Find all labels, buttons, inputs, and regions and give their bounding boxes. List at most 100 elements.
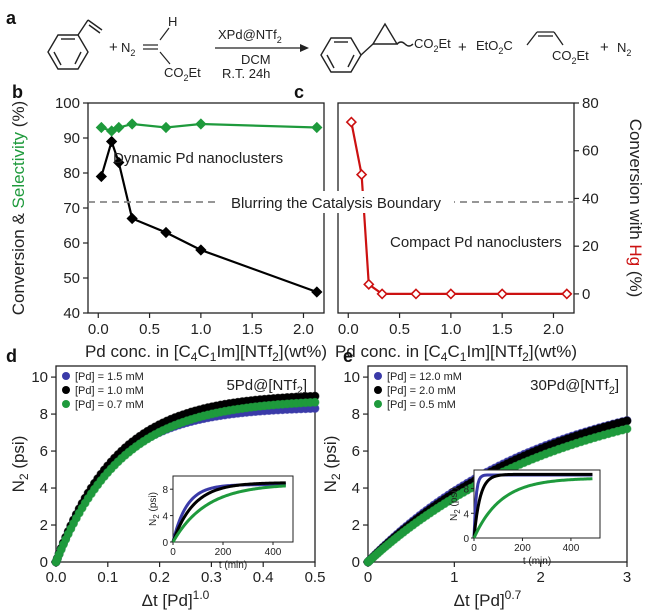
svg-text:CO2Et: CO2Et xyxy=(414,36,451,54)
y-tick-label: 4 xyxy=(40,480,48,497)
plus-sign-3: + xyxy=(600,39,609,56)
x-tick-label: 3 xyxy=(623,569,631,586)
y-tick-label: 80 xyxy=(582,95,599,112)
inset-y-axis-label: N2 (psi) xyxy=(449,487,462,521)
data-point xyxy=(496,288,508,300)
x-axis-label-part: Δt [Pd] xyxy=(142,591,193,610)
x-tick-label: 2 xyxy=(536,569,544,586)
inset-y-tick-label: 8 xyxy=(162,485,168,496)
data-point xyxy=(113,121,125,134)
inset-y-axis-label-part: (psi) xyxy=(449,487,460,509)
data-point xyxy=(113,156,125,169)
y-axis-label-part: 2 xyxy=(329,473,343,480)
diazo-reagent: N2 H CO2Et xyxy=(121,14,201,83)
x-axis-label-part: 4 xyxy=(191,350,198,364)
y-axis-label: Conversion & Selectivity (%) xyxy=(9,101,28,315)
x-axis-label-sup: 0.7 xyxy=(505,588,522,602)
inset-y-tick-label: 8 xyxy=(463,485,469,496)
chart-title-part: 5Pd@[NTf xyxy=(226,377,297,394)
x-axis-label-part: C xyxy=(447,342,459,361)
y-axis-label-part: Conversion & xyxy=(9,208,28,315)
data-point xyxy=(126,212,138,225)
inset-y-axis-label: N2 (psi) xyxy=(148,492,161,526)
product-co-sub: 2 xyxy=(434,44,439,54)
legend-marker xyxy=(374,386,382,394)
reaction-arrow: XPd@NTf2 DCM R.T. 24h xyxy=(215,27,309,81)
x-axis-label: Pd conc. in [C4C1Im][NTf2](wt%) xyxy=(335,342,577,364)
inset-y-tick-label: 0 xyxy=(162,538,168,549)
y-tick-label: 90 xyxy=(63,130,80,147)
x-axis-label-part: ](wt%) xyxy=(529,342,577,361)
inset-x-axis-label: t (min) xyxy=(523,556,551,567)
data-point xyxy=(310,397,320,407)
byproduct-c: C xyxy=(503,38,512,53)
boundary-annotation: Blurring the Catalysis Boundary xyxy=(88,191,575,213)
reagent-n: N xyxy=(121,40,130,55)
x-tick-label: 0.4 xyxy=(253,569,274,586)
legend-marker xyxy=(62,372,70,380)
data-point xyxy=(126,118,138,130)
y-tick-label: 0 xyxy=(352,554,360,571)
inset-series-line xyxy=(472,472,593,539)
x-axis-label-part: C xyxy=(197,342,209,361)
plus-sign-2: + xyxy=(458,39,467,56)
inset-x-tick-label: 400 xyxy=(563,543,580,554)
data-point xyxy=(410,288,422,300)
y-tick-label: 4 xyxy=(352,480,360,497)
x-tick-label: 0.0 xyxy=(46,569,67,586)
x-tick-label: 0 xyxy=(364,569,372,586)
reaction-scheme: a + N2 H CO2Et XPd@NTf2 DCM xyxy=(6,8,631,83)
y-axis-label-part: Conversion with xyxy=(626,119,645,245)
y-axis-label: N2 (psi) xyxy=(9,436,31,493)
nitrogen-sub: 2 xyxy=(626,48,631,58)
reagent-et: Et xyxy=(189,65,202,80)
x-axis-label-part: Im][NTf xyxy=(216,342,272,361)
x-axis-label-part: 1 xyxy=(210,350,217,364)
y-axis-label-part: (%) xyxy=(9,101,28,132)
data-point xyxy=(376,288,388,300)
y-axis-label-part: 2 xyxy=(17,473,31,480)
dynamic-nanoclusters-label: Dynamic Pd nanoclusters xyxy=(113,150,283,167)
y-tick-label: 80 xyxy=(63,165,80,182)
x-tick-label: 1.0 xyxy=(190,321,211,338)
y-tick-label: 100 xyxy=(55,95,80,112)
inset-series-line xyxy=(171,484,286,543)
inset-x-tick-label: 200 xyxy=(215,547,232,558)
data-point xyxy=(105,135,118,148)
data-point xyxy=(95,170,107,183)
x-axis-label-part: 1 xyxy=(460,350,467,364)
inset-series-line xyxy=(171,481,286,543)
y-tick-label: 2 xyxy=(352,517,360,534)
y-tick-label: 0 xyxy=(40,554,48,571)
x-tick-label: 0.2 xyxy=(149,569,170,586)
legend-entry: [Pd] = 1.0 mM xyxy=(75,385,144,397)
chart-title-part: 2 xyxy=(609,385,615,397)
x-axis-label-part: Im][NTf xyxy=(466,342,522,361)
chart-title: 30Pd@[NTf2] xyxy=(530,377,619,397)
y-axis-label-part: Selectivity xyxy=(9,131,28,208)
maleate-byproduct: EtO2C CO2Et xyxy=(476,31,589,66)
inset-x-tick-label: 400 xyxy=(265,547,282,558)
y-tick-label: 2 xyxy=(40,517,48,534)
y-tick-label: 40 xyxy=(582,190,599,207)
plot-frame xyxy=(55,365,316,563)
y-axis-label-part: (psi) xyxy=(9,436,28,474)
legend-entry: [Pd] = 1.5 mM xyxy=(75,371,144,383)
byproduct-eto: EtO xyxy=(476,38,498,53)
y-tick-label: 60 xyxy=(63,235,80,252)
x-tick-label: 0.1 xyxy=(97,569,118,586)
inset-x-axis-label: t (min) xyxy=(219,560,247,571)
legend-entry: [Pd] = 0.5 mM xyxy=(387,399,456,411)
x-tick-label: 0.3 xyxy=(201,569,222,586)
panel-label: d xyxy=(6,346,17,366)
data-point xyxy=(311,286,323,298)
chart-title-part: ] xyxy=(615,377,619,394)
inset-y-tick-label: 4 xyxy=(162,512,168,523)
data-point xyxy=(160,226,172,239)
y-tick-label: 8 xyxy=(352,406,360,423)
inset-y-axis-label-part: N xyxy=(449,514,460,521)
cyclopropane-product xyxy=(320,22,414,73)
catalyst-label: XPd@NTf xyxy=(218,27,277,42)
